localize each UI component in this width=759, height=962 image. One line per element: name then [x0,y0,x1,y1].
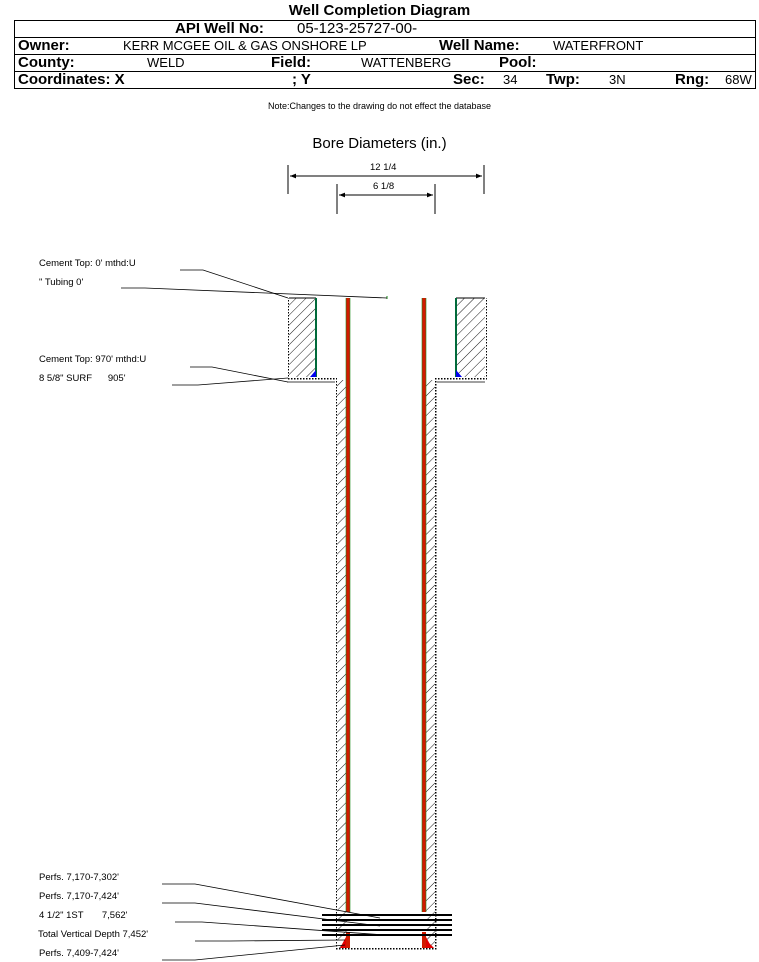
sec-value: 34 [503,72,518,87]
rng-value: 68W [725,72,752,87]
county-value: WELD [147,55,185,70]
well-name-value: WATERFRONT [553,38,644,53]
annotation-perfs-2: Perfs. 7,170-7,424' [39,891,119,902]
annotation-tubing: " Tubing 0' [39,277,84,288]
well-name-label: Well Name: [439,37,520,54]
bore-diameters-title: Bore Diameters (in.) [312,135,447,152]
annotation-perfs-3: Perfs. 7,409-7,424' [39,948,119,959]
bore-inner-label: 6 1/8 [373,181,395,192]
sec-label: Sec: [453,71,485,88]
annotation-perfs-1: Perfs. 7,170-7,302' [39,872,119,883]
owner-value: KERR MCGEE OIL & GAS ONSHORE LP [123,38,367,53]
surface-cement-right [455,297,487,378]
owner-label: Owner: [18,37,70,54]
coordinates-row: Coordinates: X ; Y Sec: 34 Twp: 3N Rng: … [15,72,755,88]
owner-row: Owner: KERR MCGEE OIL & GAS ONSHORE LP W… [15,38,755,55]
twp-label: Twp: [546,71,580,88]
annotation-total-vertical-depth: Total Vertical Depth 7,452' [38,929,149,940]
annotation-cement-top-970: Cement Top: 970' mthd:U [39,354,147,365]
database-note: Note:Changes to the drawing do not effec… [268,101,491,111]
twp-value: 3N [609,72,626,87]
coordinates-x-label: Coordinates: X [18,71,125,88]
bore-dimension-inner [336,184,436,214]
surface-cement-left [287,297,317,378]
surface-shoe-ledge-left [287,377,337,380]
casing-right [421,298,427,948]
annotation-production-casing: 4 1/2" 1ST 7,562' [39,910,128,921]
coordinates-y-label: ; Y [292,71,311,88]
well-header-table: API Well No: 05-123-25727-00- Owner: KER… [14,20,756,89]
annotation-surface-casing: 8 5/8" SURF 905' [39,373,126,384]
diagram-title: Well Completion Diagram [288,2,471,19]
county-label: County: [18,54,75,71]
pool-label: Pool: [499,54,537,71]
hole-bottom [335,948,437,950]
field-label: Field: [271,54,311,71]
annotation-cement-top-0: Cement Top: 0' mthd:U [39,258,136,269]
perforations [322,914,452,936]
bore-outer-label: 12 1/4 [370,162,397,173]
api-value: 05-123-25727-00- [297,20,418,37]
casing-left [345,298,351,948]
production-cement-left [335,378,347,950]
production-cement-right [426,378,437,950]
leader-lines [121,269,388,961]
bore-dimension-outer [287,165,485,194]
api-row: API Well No: 05-123-25727-00- [15,21,755,38]
surface-shoe-ledge-right [435,377,487,380]
api-label: API Well No: [175,20,264,37]
rng-label: Rng: [675,71,710,88]
county-row: County: WELD Field: WATTENBERG Pool: [15,55,755,72]
field-value: WATTENBERG [361,55,452,70]
